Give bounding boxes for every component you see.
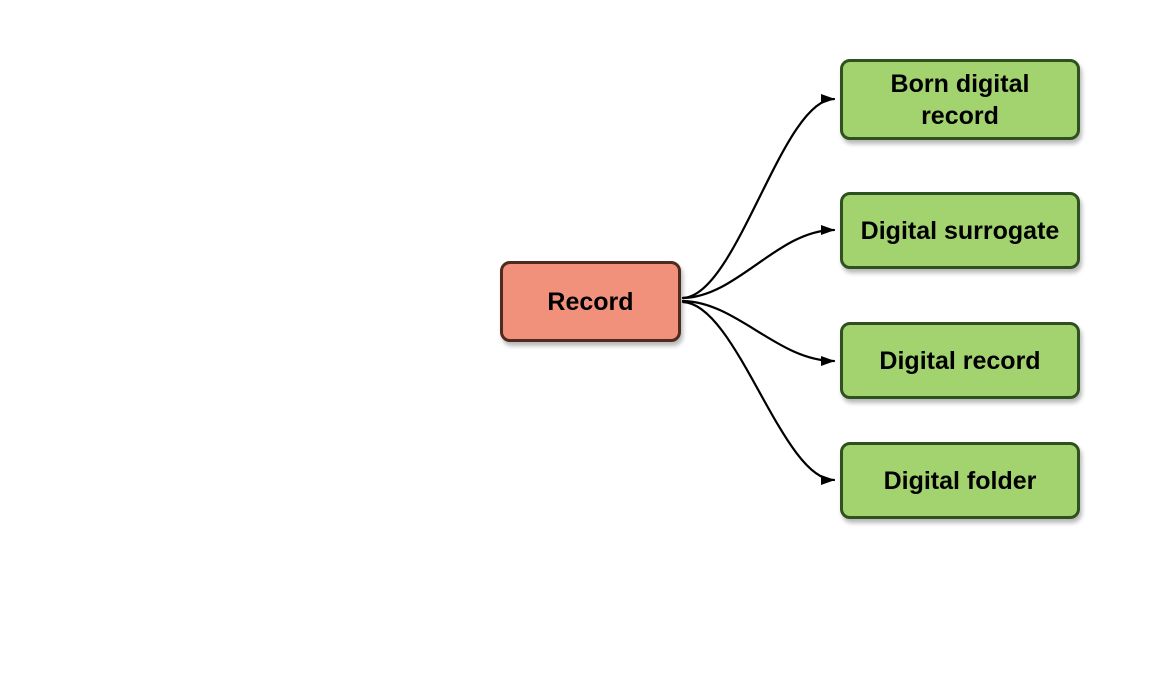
node-digital-surrogate: Digital surrogate [840,192,1080,269]
node-born-digital-record: Born digital record [840,59,1080,140]
node-digital-record-label: Digital record [879,346,1041,375]
edge-record-to-born-digital-record [681,94,836,300]
node-digital-folder: Digital folder [840,442,1080,519]
node-digital-surrogate-label: Digital surrogate [860,216,1060,245]
edge-record-to-digital-surrogate [681,225,836,300]
node-born-digital-record-label: Born digital record [890,69,1030,130]
node-digital-folder-label: Digital folder [883,466,1037,495]
edge-record-to-digital-record [681,299,836,366]
edge-record-to-digital-folder [681,300,836,485]
node-record: Record [500,261,681,342]
node-digital-record: Digital record [840,322,1080,399]
node-record-label: Record [547,287,634,316]
